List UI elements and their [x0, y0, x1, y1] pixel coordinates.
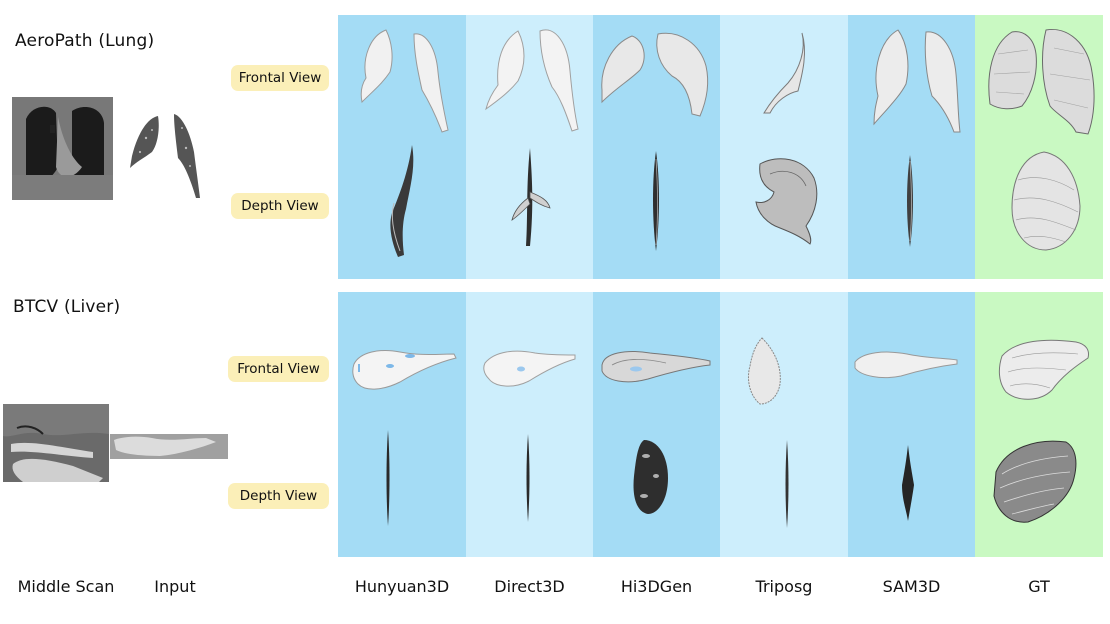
depth-view-label-row2: Depth View — [228, 483, 329, 509]
triposg-liver-depth-render — [785, 440, 789, 528]
sam3d-liver-depth-render — [902, 445, 914, 521]
column-bg-hunyuan3d-row2 — [338, 292, 466, 557]
direct3d-liver-depth-render — [526, 434, 530, 522]
gt-liver-depth-render — [993, 440, 1077, 523]
ct-scan-liver-image — [3, 404, 109, 482]
hunyuan3d-lung-depth-render — [390, 145, 414, 257]
hi3dgen-lung-depth-render — [653, 151, 659, 251]
sam3d-lung-frontal-render — [873, 29, 961, 133]
column-bg-triposg-row2 — [720, 292, 848, 557]
sam3d-liver-frontal-render — [854, 351, 958, 379]
gt-liver-frontal-render — [998, 339, 1089, 400]
direct3d-lung-depth-render — [511, 148, 551, 246]
frontal-view-label-row2: Frontal View — [228, 356, 329, 382]
method-label-hi3dgen: Hi3DGen — [620, 577, 693, 596]
ct-scan-lung-image — [12, 97, 113, 200]
column-bg-hi3dgen-row2 — [593, 292, 720, 557]
sam3d-lung-depth-render — [907, 155, 913, 247]
frontal-view-label-row1: Frontal View — [231, 65, 329, 91]
input-label: Input — [154, 577, 196, 596]
hunyuan3d-lung-frontal-render — [360, 29, 449, 133]
method-label-triposg: Triposg — [755, 577, 813, 596]
method-label-sam3d: SAM3D — [882, 577, 941, 596]
hi3dgen-liver-depth-render — [633, 440, 668, 514]
dataset-title-btcv: BTCV (Liver) — [13, 297, 121, 317]
input-liver-mask — [110, 434, 228, 459]
direct3d-liver-frontal-render — [483, 350, 576, 387]
gt-lung-depth-render — [1011, 151, 1081, 251]
input-lung-mask — [130, 114, 200, 198]
triposg-lung-frontal-render — [763, 32, 805, 114]
column-bg-direct3d-row2 — [466, 292, 593, 557]
middle-scan-label: Middle Scan — [17, 577, 115, 596]
triposg-liver-frontal-render — [747, 337, 781, 405]
method-label-hunyuan3d: Hunyuan3D — [354, 577, 450, 596]
direct3d-lung-frontal-render — [485, 29, 579, 132]
hunyuan3d-liver-frontal-render — [352, 350, 457, 390]
hi3dgen-liver-frontal-render — [601, 351, 711, 383]
column-bg-sam3d-row2 — [848, 292, 975, 557]
column-bg-triposg-row1 — [720, 15, 848, 279]
triposg-lung-depth-render — [755, 158, 818, 245]
depth-view-label-row1: Depth View — [231, 193, 329, 219]
method-label-gt: GT — [1028, 577, 1050, 596]
dataset-title-aeropath: AeroPath (Lung) — [15, 31, 155, 51]
hi3dgen-lung-frontal-render — [601, 32, 709, 117]
hunyuan3d-liver-depth-render — [386, 430, 390, 526]
method-label-direct3d: Direct3D — [494, 577, 565, 596]
gt-lung-frontal-render — [988, 28, 1095, 135]
